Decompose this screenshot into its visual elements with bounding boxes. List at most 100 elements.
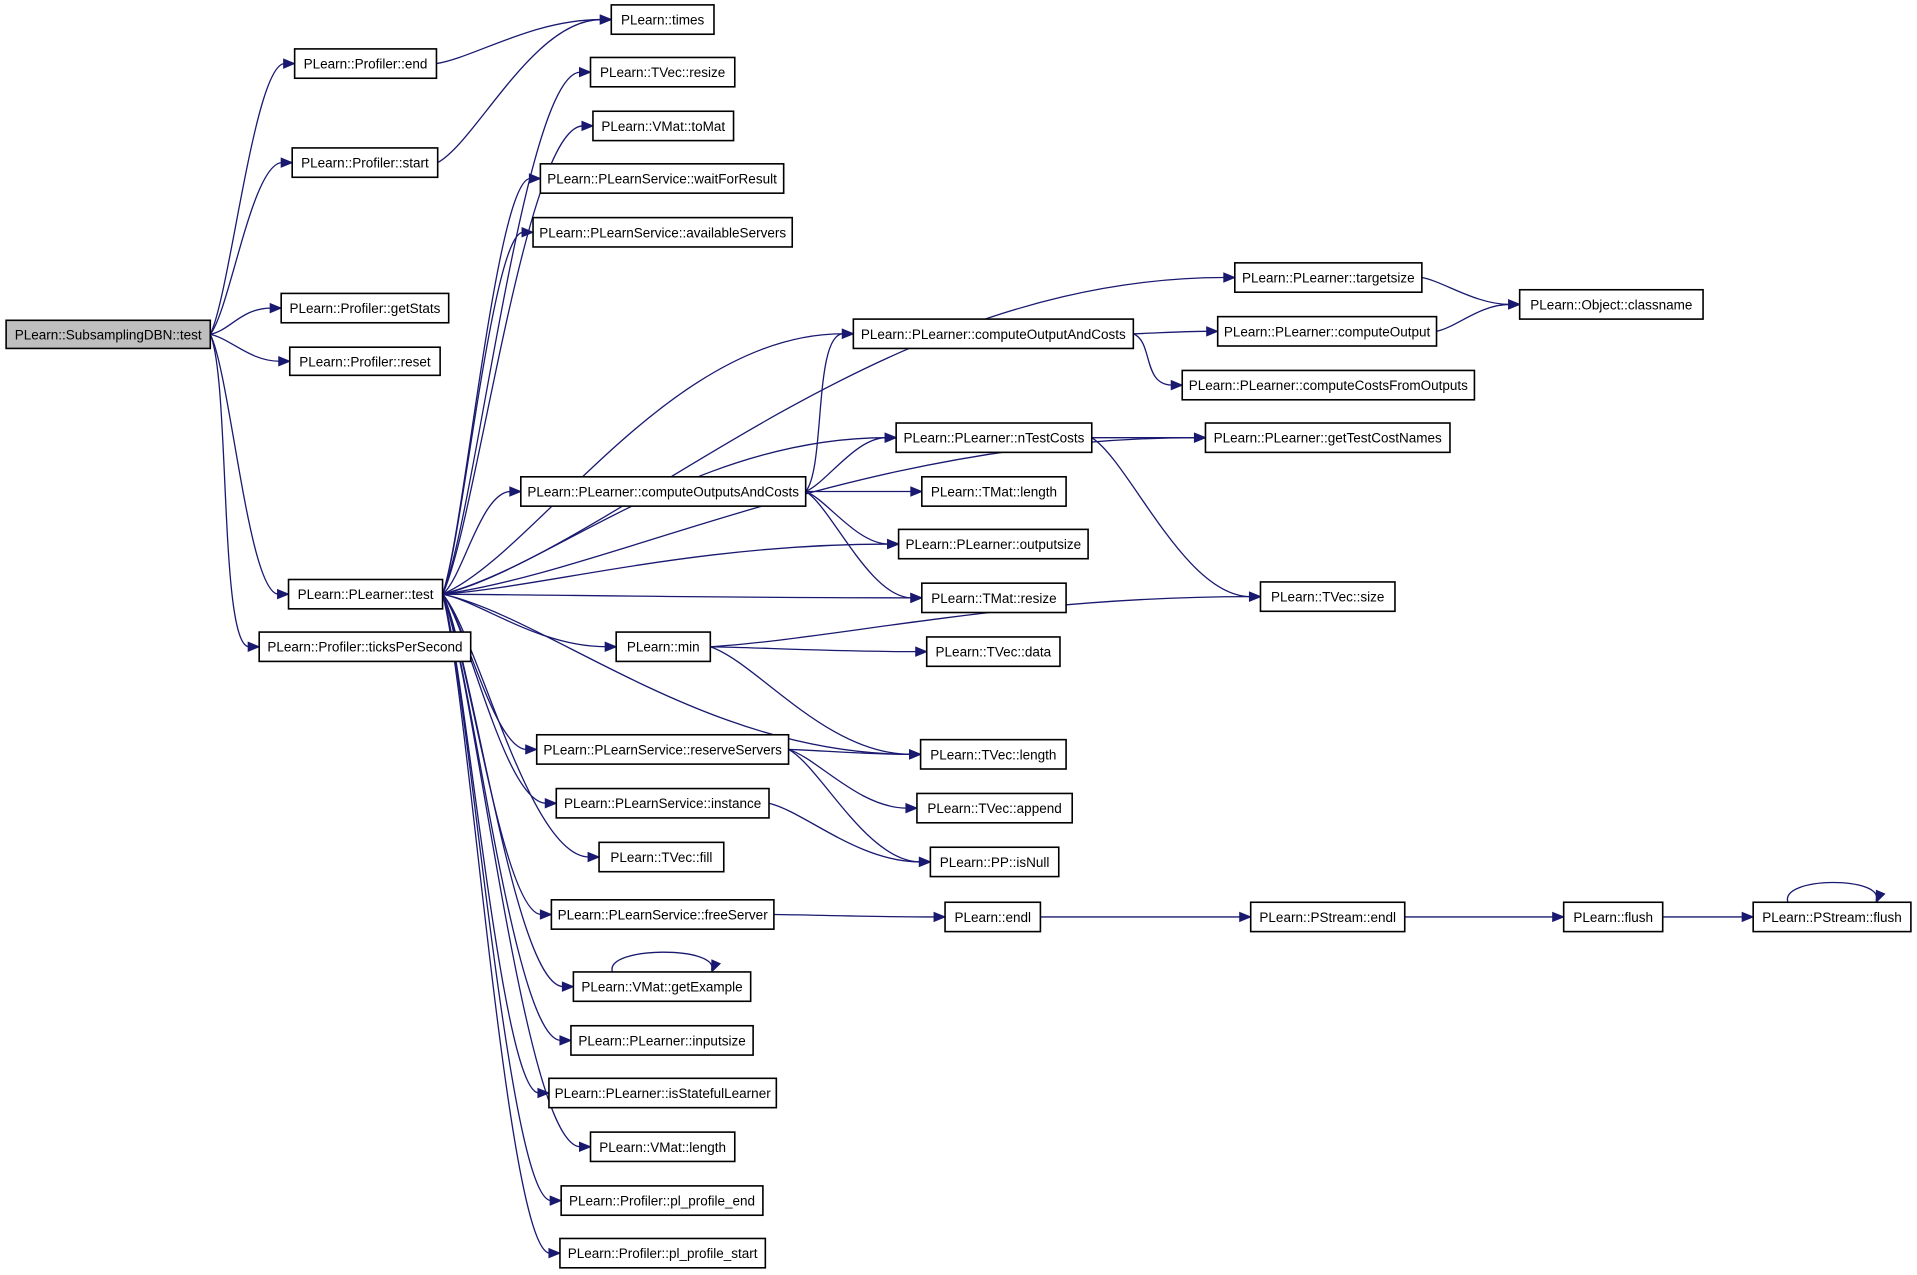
node-box (589, 1131, 736, 1163)
node-label: PLearn::PLearner::nTestCosts (904, 431, 1085, 446)
graph-node[interactable]: PLearn::PLearner::isStatefulLearner (548, 1077, 778, 1109)
node-box (291, 147, 439, 179)
graph-node[interactable]: PLearn::Object::classname (1518, 288, 1704, 320)
graph-node[interactable]: PLearn::TMat::resize (921, 582, 1067, 614)
node-label: PLearn::PLearner::outputsize (906, 537, 1082, 552)
graph-node[interactable]: PLearn::VMat::getExample (572, 971, 752, 1003)
node-box (5, 319, 212, 350)
node-box (1259, 581, 1396, 613)
node-label: PLearn::Profiler::pl_profile_end (569, 1194, 755, 1209)
call-edge (442, 437, 1196, 595)
graph-node[interactable]: PLearn::PP::isNull (929, 846, 1060, 878)
graph-node[interactable]: PLearn::PLearnService::instance (555, 787, 770, 819)
node-box (919, 738, 1067, 770)
graph-node[interactable]: PLearn::PLearner::getTestCostNames (1204, 422, 1451, 454)
edge-arrowhead (933, 911, 947, 923)
edge-arrowhead (599, 14, 613, 25)
edge-arrowhead (1552, 911, 1565, 923)
graph-node[interactable]: PLearn::TMat::length (921, 476, 1067, 507)
node-box (532, 216, 794, 248)
edge-arrowhead (269, 302, 283, 314)
graph-node[interactable]: PLearn::PLearnService::freeServer (550, 899, 775, 930)
node-label: PLearn::PLearner::inputsize (578, 1033, 745, 1048)
graph-node[interactable]: PLearn::VMat::length (589, 1131, 736, 1163)
node-box (598, 841, 725, 873)
call-edge (773, 913, 936, 918)
call-edge (1133, 333, 1173, 386)
graph-node[interactable]: PLearn::PLearner::computeOutputAndCosts (852, 318, 1135, 350)
graph-node[interactable]: PLearn::min (615, 631, 712, 663)
node-label: PLearn::TVec::length (930, 747, 1056, 762)
edge-arrowhead (884, 432, 898, 443)
call-edge (805, 490, 912, 599)
node-label: PLearn::PLearner::computeOutput (1224, 324, 1431, 339)
graph-node[interactable]: PLearn::TVec::resize (589, 56, 736, 88)
graph-node[interactable]: PLearn::PLearner::inputsize (570, 1024, 754, 1056)
graph-node[interactable]: PLearn::Profiler::ticksPerSecond (258, 631, 472, 663)
node-label: PLearn::PLearner::computeOutputAndCosts (861, 327, 1126, 342)
call-edge (788, 748, 921, 863)
node-box (921, 476, 1067, 507)
node-label: PLearn::Profiler::end (304, 57, 428, 72)
graph-node[interactable]: PLearn::PLearnService::reserveServers (535, 733, 790, 765)
node-label: PLearn::PLearner::test (298, 587, 434, 602)
edge-arrowhead (559, 1035, 573, 1046)
graph-node[interactable]: PLearn::times (610, 4, 715, 36)
call-edge (210, 333, 280, 362)
node-label: PLearn::Profiler::pl_profile_start (568, 1246, 758, 1261)
node-label: PLearn::PLearner::computeOutputsAndCosts (527, 484, 799, 499)
graph-node[interactable]: PLearn::PLearner::computeOutput (1216, 315, 1438, 347)
graph-node[interactable]: PLearn::TVec::length (919, 738, 1067, 770)
call-edge (442, 593, 911, 755)
graph-node[interactable]: PLearn::TVec::fill (598, 841, 725, 873)
edge-arrowhead (539, 909, 553, 920)
node-box (929, 846, 1060, 878)
node-label: PLearn::PLearner::getTestCostNames (1214, 431, 1442, 446)
node-box (916, 792, 1073, 824)
node-label: PLearn::PLearnService::reserveServers (543, 742, 782, 757)
call-edge (442, 490, 511, 595)
graph-node[interactable]: PLearn::PLearnService::availableServers (532, 216, 794, 248)
call-edge (788, 748, 907, 809)
graph-node[interactable]: PLearn::PLearner::nTestCosts (895, 422, 1093, 454)
graph-node[interactable]: PLearn::Profiler::end (293, 48, 438, 80)
graph-node[interactable]: PLearn::endl (944, 901, 1042, 933)
node-box (572, 971, 752, 1003)
edge-arrowhead (910, 486, 924, 497)
edge-arrowhead (528, 173, 542, 184)
graph-node[interactable]: PLearn::Profiler::start (291, 147, 439, 179)
graph-node[interactable]: PLearn::PLearner::outputsize (897, 528, 1089, 560)
graph-node[interactable]: PLearn::PLearner::computeCostsFromOutput… (1181, 369, 1476, 401)
graph-node[interactable]: PLearn::PLearnService::waitForResult (539, 163, 785, 194)
node-label: PLearn::TMat::resize (931, 591, 1056, 606)
node-box (944, 901, 1042, 933)
graph-node[interactable]: PLearn::Profiler::pl_profile_start (559, 1237, 767, 1269)
graph-node[interactable]: PLearn::VMat::toMat (592, 110, 735, 142)
call-edge (611, 951, 713, 973)
call-edge (437, 18, 602, 164)
graph-node[interactable]: PLearn::PLearner::test (287, 578, 444, 610)
graph-node[interactable]: PLearn::PLearner::targetsize (1234, 262, 1423, 293)
graph-node[interactable]: PLearn::PLearner::computeOutputsAndCosts (520, 476, 807, 507)
call-edge (1787, 881, 1877, 903)
node-box (852, 318, 1135, 350)
node-box (293, 48, 438, 80)
graph-node[interactable]: PLearn::Profiler::pl_profile_end (560, 1185, 764, 1217)
node-box (258, 631, 472, 663)
node-box (560, 1185, 764, 1217)
node-label: PLearn::PStream::endl (1259, 910, 1396, 925)
edge-arrowhead (561, 981, 575, 992)
graph-node[interactable]: PLearn::Profiler::reset (288, 346, 441, 377)
edge-arrowhead (1170, 379, 1184, 391)
graph-node[interactable]: PLearn::PStream::flush (1752, 901, 1912, 933)
graph-node[interactable]: PLearn::TVec::data (925, 636, 1061, 668)
graph-node[interactable]: PLearn::TVec::size (1259, 581, 1396, 613)
call-edge (441, 593, 581, 1148)
graph-node[interactable]: PLearn::flush (1562, 901, 1664, 933)
graph-node[interactable]: PLearn::Profiler::getStats (280, 292, 450, 324)
node-label: PLearn::PStream::flush (1762, 910, 1902, 925)
graph-node[interactable]: PLearn::TVec::append (916, 792, 1073, 824)
graph-node[interactable]: PLearn::PStream::endl (1249, 901, 1406, 933)
edge-arrowhead (1239, 911, 1253, 923)
graph-node[interactable]: PLearn::SubsamplingDBN::test (5, 319, 212, 350)
